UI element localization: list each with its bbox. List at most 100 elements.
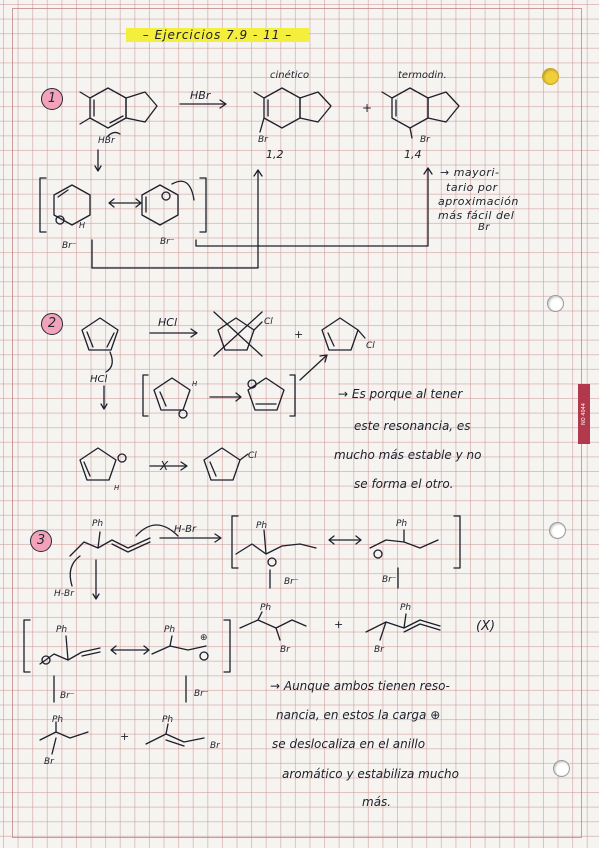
drawing-stroke	[427, 91, 460, 123]
exercise-1-number: 1	[41, 88, 63, 110]
ex3-br-minus-d: Br⁻	[194, 689, 209, 699]
ex3-hbr-left: H-Br	[54, 589, 75, 599]
ex1-hbr-on-structure: HBr	[98, 136, 116, 146]
ex1-product-kinetic	[253, 87, 332, 133]
ex1-kinetic-br: Br	[258, 135, 269, 145]
ex3-ph-b: Ph	[396, 519, 407, 529]
drawing-stroke	[267, 557, 277, 567]
drawing-stroke	[69, 555, 81, 587]
drawing-stroke	[178, 409, 188, 419]
drawing-stroke	[263, 87, 301, 129]
drawing-stroke	[253, 321, 263, 331]
ex2-cl-1: Cl	[264, 317, 273, 327]
ex1-br-minus-1: Br⁻	[62, 241, 77, 251]
drawing-stroke	[142, 374, 149, 417]
drawing-stroke	[51, 737, 57, 755]
exercise-3-number: 3	[30, 530, 52, 552]
drawing-stroke	[391, 87, 429, 129]
ex1-note-line-1: → mayori-	[440, 166, 500, 179]
drawing-stroke	[81, 651, 101, 657]
ex3-ph-d: Ph	[400, 603, 411, 613]
ex2-cyclopentadiene	[81, 317, 119, 351]
drawing-stroke	[253, 169, 263, 177]
drawing-stroke	[381, 91, 393, 99]
ex3-cation-d	[151, 645, 207, 655]
ex3-br-d: Br	[374, 645, 385, 655]
ex3-product-a	[239, 619, 307, 629]
drawing-stroke	[79, 117, 91, 125]
ex3-br-minus-b: Br⁻	[382, 575, 397, 585]
drawing-stroke	[83, 461, 91, 477]
ex1-cation-arrow	[171, 180, 195, 201]
ex2-explanation-3: mucho más estable y no	[334, 448, 481, 462]
ex2-h-1: H	[192, 380, 198, 388]
drawing-stroke	[165, 723, 169, 735]
ex2-reagent: HCl	[158, 316, 177, 329]
drawing-stroke	[373, 549, 383, 559]
ex1-thermo-label: termodin.	[398, 70, 447, 81]
ex2-allyl-chloride-product	[321, 317, 366, 351]
ex1-allyl-cation-b	[141, 184, 179, 226]
drawing-stroke	[141, 184, 179, 226]
drawing-stroke	[263, 529, 267, 555]
drawing-stroke	[223, 619, 231, 673]
drawing-stroke	[327, 332, 335, 347]
drawing-stroke	[289, 374, 296, 417]
drawing-stroke	[92, 593, 100, 600]
ex1-path-to-12	[91, 169, 259, 269]
drawing-stroke	[209, 461, 217, 477]
drawing-stroke	[423, 167, 433, 175]
ex1-h-label: H	[79, 221, 85, 230]
drawing-stroke	[219, 99, 227, 109]
drawing-stroke	[299, 91, 332, 123]
ex2-curved-arrow	[105, 351, 113, 373]
drawing-stroke	[239, 453, 249, 461]
ex1-addition-14: 1,4	[404, 148, 422, 161]
drawing-stroke	[97, 531, 101, 549]
drawing-stroke	[117, 453, 127, 463]
ex1-plus: +	[362, 101, 372, 115]
ex3-br-c: Br	[280, 645, 291, 655]
ex3-explanation-3: se deslocaliza en el anillo	[272, 737, 425, 751]
exercise-2-number: 2	[41, 313, 63, 335]
ex1-cation-charge	[55, 215, 65, 225]
ex1-note-line-3: aproximación	[438, 195, 519, 208]
ex1-product-thermo	[381, 87, 460, 139]
ex3-explanation-4: aromático y estabiliza mucho	[282, 767, 459, 781]
drawing-stroke	[165, 739, 185, 747]
drawing-stroke	[217, 317, 255, 351]
ex2-h-2: H	[114, 484, 120, 492]
ex1-allyl-cation-a	[53, 184, 91, 226]
drawing-stroke	[39, 177, 47, 233]
ex3-ph-a: Ph	[256, 521, 267, 531]
ex3-plus-b: +	[120, 730, 129, 743]
drawing-stroke	[253, 91, 265, 99]
drawing-stroke	[203, 447, 241, 481]
drawing-stroke	[57, 189, 69, 198]
drawing-stroke	[161, 191, 171, 201]
drawing-stroke	[111, 541, 151, 553]
binder-hole	[553, 760, 570, 777]
ex2-plus: +	[294, 328, 303, 341]
drawing-stroke	[153, 377, 191, 411]
drawing-stroke	[213, 311, 263, 357]
ex3-br-h: Br	[210, 741, 221, 751]
drawing-stroke	[321, 317, 359, 351]
ex1-path-to-14	[195, 167, 429, 247]
ex1-note-line-5: Br	[478, 222, 490, 233]
ex3-explanation-1: → Aunque ambos tienen reso-	[270, 679, 450, 693]
ex2-hcl-below: HCl	[90, 374, 108, 385]
drawing-stroke	[79, 91, 91, 99]
drawing-stroke	[379, 621, 387, 641]
ex3-ph-h: Ph	[162, 715, 173, 725]
ex3-cation-a	[235, 543, 317, 555]
drawing-stroke	[257, 611, 263, 621]
drawing-stroke	[190, 328, 198, 338]
drawing-stroke	[199, 651, 209, 661]
drawing-stroke	[89, 87, 127, 129]
drawing-stroke	[143, 645, 150, 655]
drawing-stroke	[247, 377, 285, 411]
drawing-stroke	[328, 535, 335, 545]
